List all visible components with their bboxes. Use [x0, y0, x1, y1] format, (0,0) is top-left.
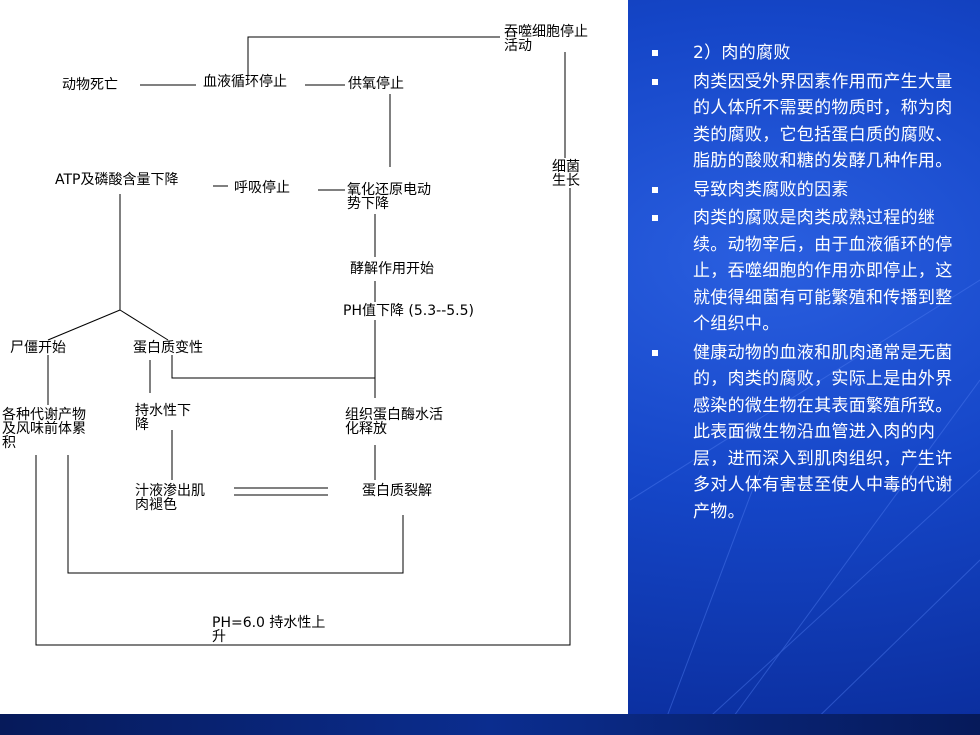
node-glycolysis: 酵解作用开始 — [350, 261, 434, 277]
bullet-text: 2）肉的腐败 — [693, 43, 791, 63]
node-oxygen-stop: 供氧停止 — [348, 76, 404, 92]
node-phagocyte-stop: 吞噬细胞停止 活动 — [504, 24, 588, 54]
diagram-panel: 吞噬细胞停止 活动 动物死亡 血液循环停止 供氧停止 细菌 生长 ATP及磷酸含… — [0, 0, 628, 714]
node-metabolites: 各种代谢产物 及风味前体累 积 — [2, 407, 86, 451]
bullet-square-icon — [652, 78, 658, 85]
node-rigor-start: 尸僵开始 — [10, 340, 66, 356]
bullet-item: 2）肉的腐败 — [648, 40, 963, 67]
node-redox-decline: 氧化还原电动 势下降 — [347, 182, 431, 212]
connector-trunk-protein — [119, 309, 169, 341]
bullet-square-icon — [652, 215, 658, 221]
node-ph-decline: PH值下降 (5.3--5.5) — [343, 303, 474, 319]
node-animal-death: 动物死亡 — [62, 77, 118, 93]
bullet-text: 导致肉类腐败的因素 — [693, 179, 849, 200]
node-water-decline: 持水性下 降 — [135, 403, 191, 433]
bullet-item: 肉类的腐败是肉类成熟过程的继续。动物宰后，由于血液循环的停止，吞噬细胞的作用亦即… — [648, 205, 963, 338]
bottom-band — [0, 714, 980, 735]
node-protein-denature: 蛋白质变性 — [133, 340, 203, 356]
node-protein-split: 蛋白质裂解 — [362, 483, 432, 499]
node-enzyme-release: 组织蛋白酶水活 化释放 — [345, 407, 443, 437]
connector-trunk-rigor — [47, 309, 121, 341]
connector-blood-phagocyte — [247, 36, 500, 76]
text-panel: 2）肉的腐败 肉类因受外界因素作用而产生大量的人体所不需要的物质时，称为肉类的腐… — [648, 40, 963, 527]
connector-metabolites-phrise-bacteria — [35, 188, 571, 646]
bullet-item: 导致肉类腐败的因素 — [648, 177, 963, 204]
bullet-square-icon — [652, 349, 658, 356]
node-ph-rise: PH=6.0 持水性上 升 — [212, 615, 326, 645]
bullet-square-icon — [652, 50, 658, 56]
bullet-square-icon — [652, 186, 658, 193]
bullet-item: 肉类因受外界因素作用而产生大量的人体所不需要的物质时，称为肉类的腐败，它包括蛋白… — [648, 69, 963, 175]
bullet-text: 健康动物的血液和肌肉通常是无菌的，肉类的腐败，实际上是由外界感染的微生物在其表面… — [693, 342, 953, 522]
node-bacteria-growth: 细菌 生长 — [552, 159, 580, 189]
bullet-text: 肉类的腐败是肉类成熟过程的继续。动物宰后，由于血液循环的停止，吞噬细胞的作用亦即… — [693, 208, 953, 334]
diagram-connectors — [35, 36, 571, 646]
node-blood-stop: 血液循环停止 — [203, 74, 287, 90]
connector-metabolites-split — [67, 455, 404, 574]
bullet-item: 健康动物的血液和肌肉通常是无菌的，肉类的腐败，实际上是由外界感染的微生物在其表面… — [648, 340, 963, 526]
node-juice-exude: 汁液渗出肌 肉褪色 — [135, 483, 205, 513]
bullet-text: 肉类因受外界因素作用而产生大量的人体所不需要的物质时，称为肉类的腐败，它包括蛋白… — [693, 71, 953, 172]
node-atp-decline: ATP及磷酸含量下降 — [55, 172, 179, 188]
node-breath-stop: 呼吸停止 — [234, 180, 290, 196]
